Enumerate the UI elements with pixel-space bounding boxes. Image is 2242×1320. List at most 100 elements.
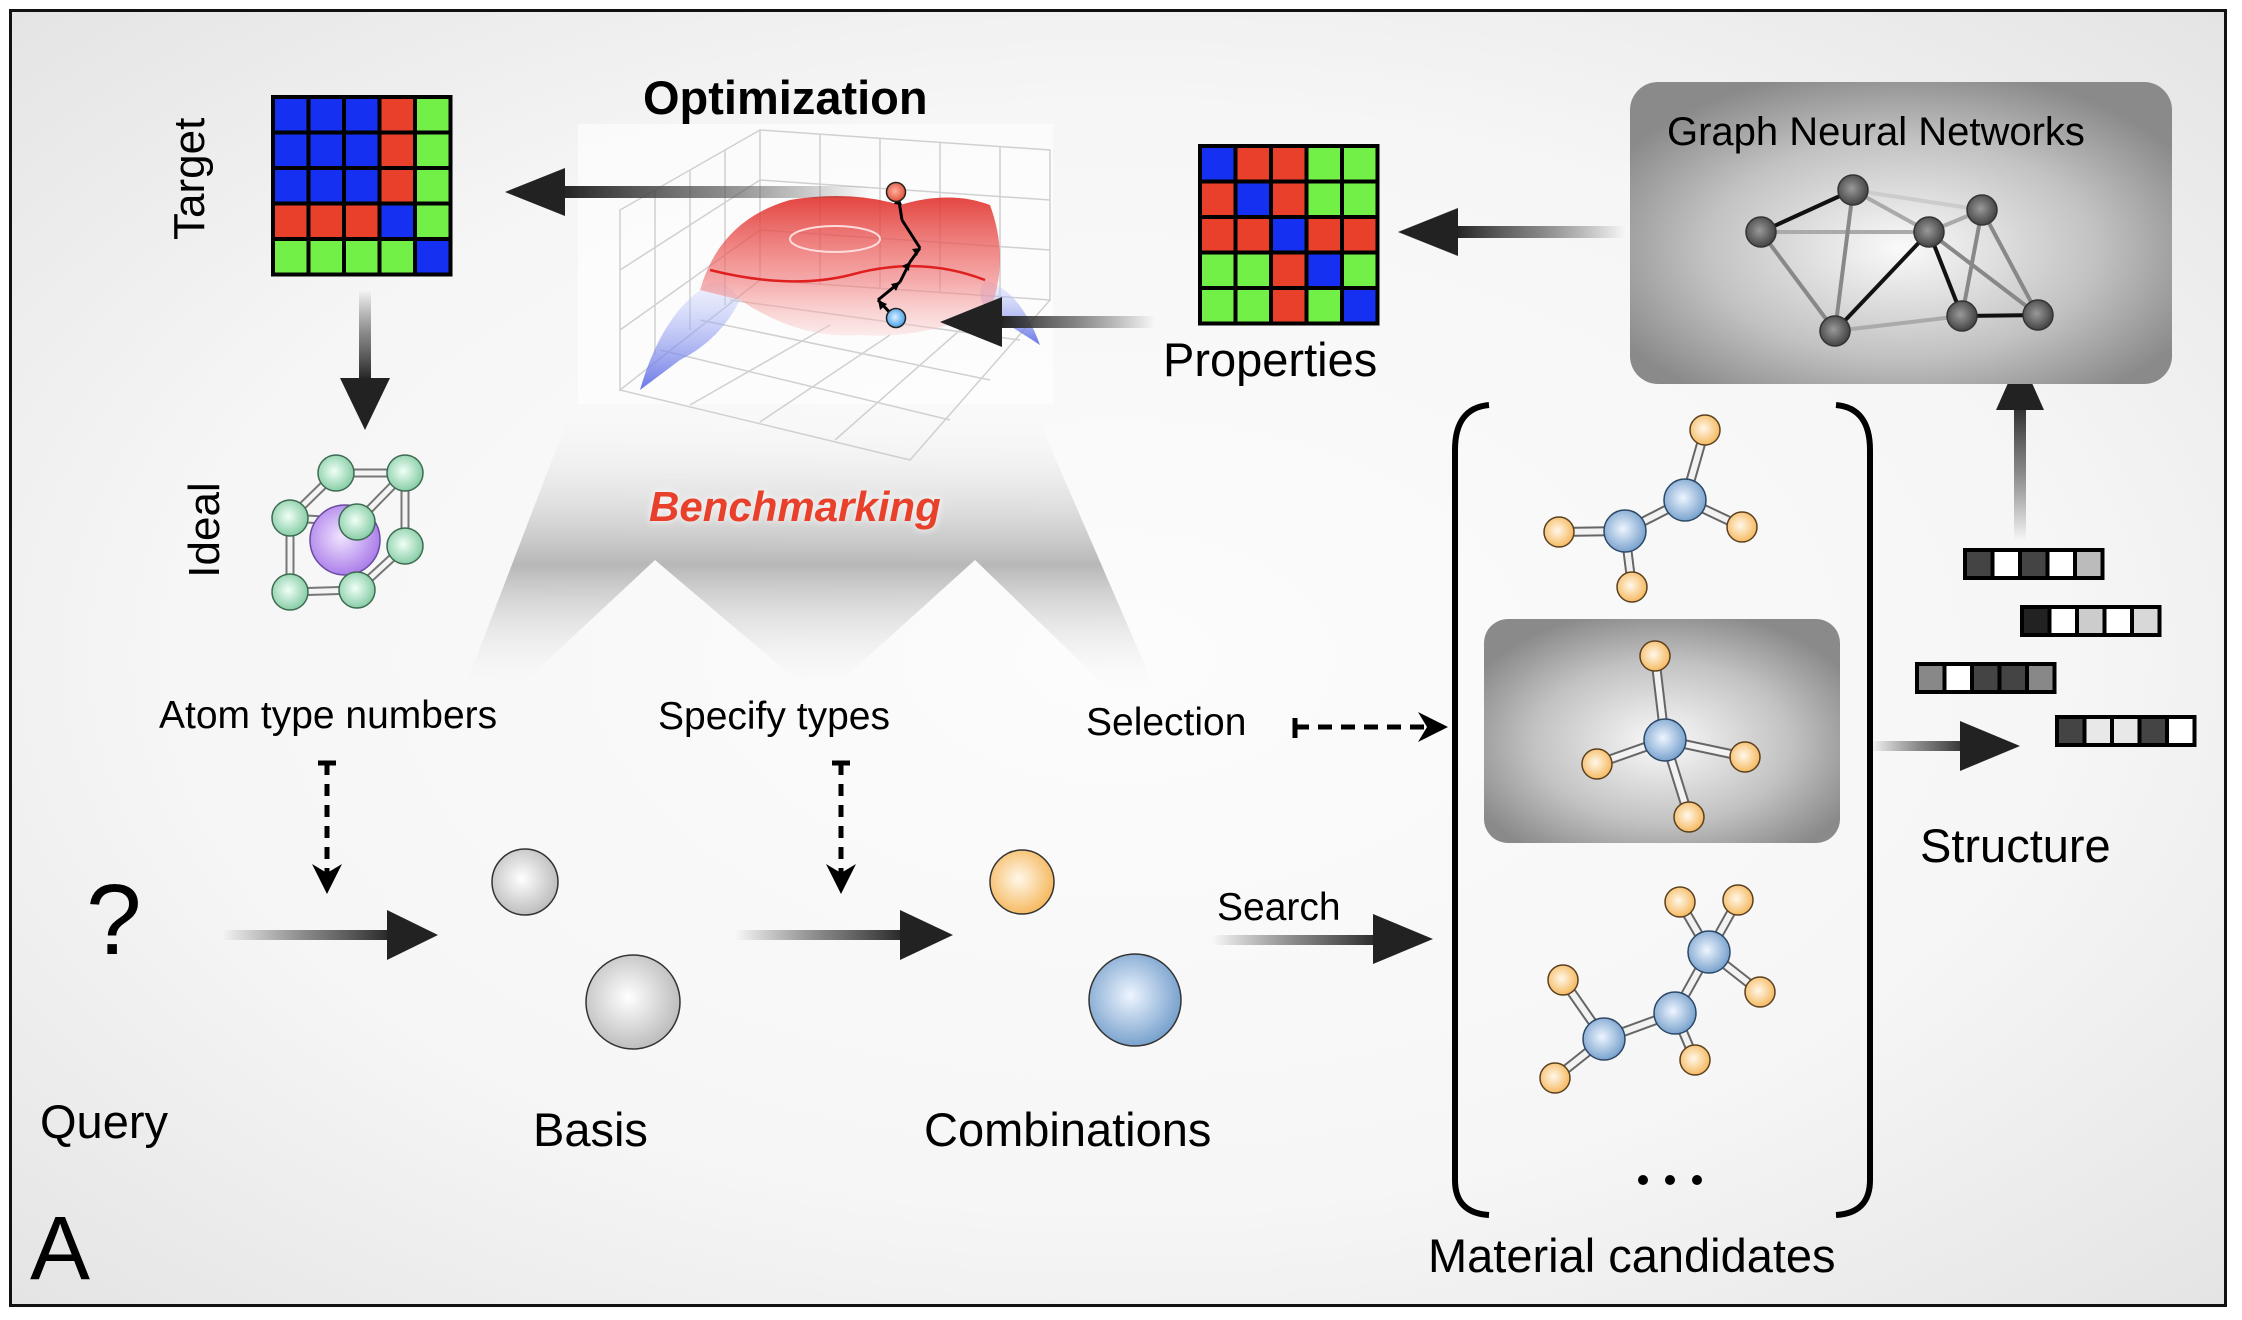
matrix-cell (1273, 183, 1305, 215)
query-icon: ? (86, 864, 142, 976)
arrow-search (1212, 914, 1433, 964)
matrix-cell (381, 99, 413, 131)
vector-cell (2106, 609, 2130, 633)
matrix-cell (417, 134, 449, 166)
basis-atom-large (585, 954, 681, 1050)
matrix-cell (1273, 148, 1305, 180)
more-candidates-ellipsis (1638, 1175, 1702, 1185)
properties-matrix (1198, 144, 1380, 326)
atom-type-numbers-label: Atom type numbers (159, 694, 498, 737)
atom-orange (1539, 1062, 1571, 1094)
graph-node (2022, 299, 2054, 331)
matrix-cell (381, 241, 413, 273)
atom-orange (1673, 801, 1705, 833)
candidate-molecule-3 (1539, 884, 1776, 1094)
atom-orange (1689, 414, 1721, 446)
matrix-cell (275, 134, 307, 166)
matrix-cell (1237, 254, 1269, 286)
basis-atom-small (491, 848, 559, 916)
matrix-cell (310, 134, 342, 166)
vector-cell (2141, 719, 2165, 743)
arrow-candidates-to-structure (1870, 721, 2020, 771)
matrix-cell (275, 170, 307, 202)
matrix-cell (417, 241, 449, 273)
vector-cell (2029, 666, 2053, 690)
matrix-cell (1308, 219, 1340, 251)
gnn-title: Graph Neural Networks (1667, 110, 2085, 154)
matrix-cell (1237, 219, 1269, 251)
matrix-cell (1273, 254, 1305, 286)
vector-cell (1919, 666, 1943, 690)
start-point (885, 307, 907, 329)
vector-cell (2079, 609, 2103, 633)
matrix-cell (1344, 219, 1376, 251)
vector-cell (2022, 552, 2046, 576)
combination-atom-blue (1088, 953, 1182, 1047)
graph-node (1837, 174, 1869, 206)
optimum-point (885, 181, 907, 203)
matrix-cell (310, 205, 342, 237)
matrix-cell (381, 170, 413, 202)
atom-orange (1722, 884, 1754, 916)
matrix-cell (275, 241, 307, 273)
matrix-cell (381, 205, 413, 237)
matrix-cell (1344, 148, 1376, 180)
arrow-query-to-basis (222, 910, 438, 960)
matrix-cell (346, 99, 378, 131)
atom-orange (1547, 964, 1579, 996)
arrow-properties-to-optimization (940, 297, 1155, 347)
atom-orange (1664, 886, 1696, 918)
combination-atom-orange (989, 849, 1055, 915)
arrow-basis-to-combinations (735, 910, 953, 960)
specify-types-label: Specify types (658, 695, 890, 738)
query-label: Query (40, 1095, 168, 1148)
matrix-cell (346, 170, 378, 202)
atom-blue (1603, 509, 1647, 553)
atom-blue (1643, 718, 1687, 762)
matrix-cell (1237, 290, 1269, 322)
benchmarking-funnel (460, 400, 1160, 700)
atom-orange (1744, 976, 1776, 1008)
vector-cell (1967, 552, 1991, 576)
matrix-cell (275, 205, 307, 237)
basis-atoms (491, 848, 681, 1050)
atom-blue (1653, 991, 1697, 1035)
structure-label: Structure (1920, 819, 2111, 872)
matrix-cell (1202, 183, 1234, 215)
arrow-optimization-to-target (505, 168, 870, 216)
matrix-cell (1237, 183, 1269, 215)
matrix-cell (1344, 254, 1376, 286)
vector-cell (2001, 666, 2025, 690)
atom-orange (1679, 1044, 1711, 1076)
matrix-cell (1202, 290, 1234, 322)
dashed-arrow-atom-types (312, 760, 342, 894)
atom-orange (1543, 516, 1575, 548)
matrix-cell (346, 205, 378, 237)
vector-cell (1974, 666, 1998, 690)
matrix-cell (1202, 148, 1234, 180)
combinations-label: Combinations (924, 1103, 1212, 1156)
graph-node (1913, 216, 1945, 248)
matrix-cell (1344, 290, 1376, 322)
vector-cell (2134, 609, 2158, 633)
vector-cell (2051, 609, 2075, 633)
optimization-landscape-plot (578, 124, 1053, 461)
panel-label: A (30, 1199, 91, 1299)
matrix-cell (381, 134, 413, 166)
candidate-molecule-2[interactable] (1581, 640, 1761, 833)
dashed-arrow-specify-types (826, 760, 856, 894)
matrix-cell (1273, 219, 1305, 251)
search-label: Search (1217, 886, 1341, 929)
atom-blue (1663, 478, 1707, 522)
matrix-cell (346, 134, 378, 166)
vector-cell (2024, 609, 2048, 633)
properties-label: Properties (1163, 333, 1378, 386)
arrow-gnn-to-properties (1398, 208, 1625, 256)
benchmarking-label: Benchmarking (649, 483, 941, 530)
atom-orange (1729, 741, 1761, 773)
ideal-label: Ideal (180, 482, 229, 578)
structure-vectors (1915, 548, 2197, 747)
matrix-cell (310, 241, 342, 273)
matrix-cell (1308, 148, 1340, 180)
vector-cell (2077, 552, 2101, 576)
